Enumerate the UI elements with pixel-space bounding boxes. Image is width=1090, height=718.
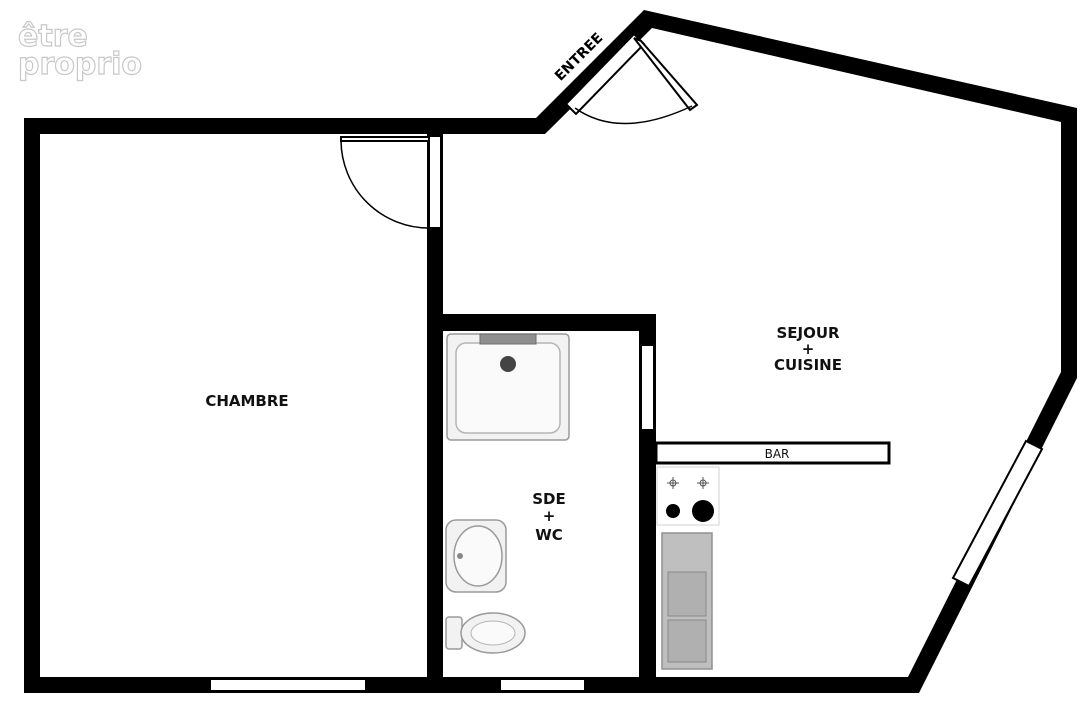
toilet-icon [445,612,526,654]
sde-label-line1: SDE [532,490,566,508]
chambre-door-leaf [340,136,430,142]
sejour-label-line3: CUISINE [774,356,842,374]
room-labels: CHAMBRE SEJOUR + CUISINE SDE + WC [205,324,842,544]
bar-label: BAR [765,447,790,461]
sde-label-line2: + [543,507,556,525]
chambre-label: CHAMBRE [205,392,288,410]
kitchen [656,466,720,670]
sde-door-opening [640,344,655,431]
window-chambre [209,678,367,692]
washbasin-icon [445,519,507,593]
bar-rect [654,441,891,465]
watermark-line1: être [18,19,88,54]
bathroom-fixtures [445,333,570,654]
entrance-door: ENTREE [552,30,699,125]
sde-door [640,344,655,431]
shower-icon [446,333,570,441]
sejour-label-line1: SEJOUR [776,324,840,342]
windows [209,439,1044,692]
wall-chambre-sejour [427,134,443,677]
chambre-door [340,135,442,229]
bar-counter: BAR [654,441,891,465]
entrance-door-leaf [633,37,699,112]
sejour-label-line2: + [802,340,815,358]
sink-basin-2 [667,619,707,663]
entrance-door-arc [574,105,693,125]
burner-icon [667,477,709,489]
wall-sde-top [443,314,656,331]
sde-label-line3: WC [535,526,563,544]
burner-small-icon [666,504,680,518]
chambre-door-opening [428,135,442,229]
window-sejour [951,439,1044,588]
window-sde [499,678,586,692]
watermark-logo: être proprio [17,18,142,82]
watermark-line2: proprio [18,47,142,82]
sink-basin [667,571,707,617]
burner-large-icon [692,500,714,522]
chambre-door-arc [340,140,430,229]
